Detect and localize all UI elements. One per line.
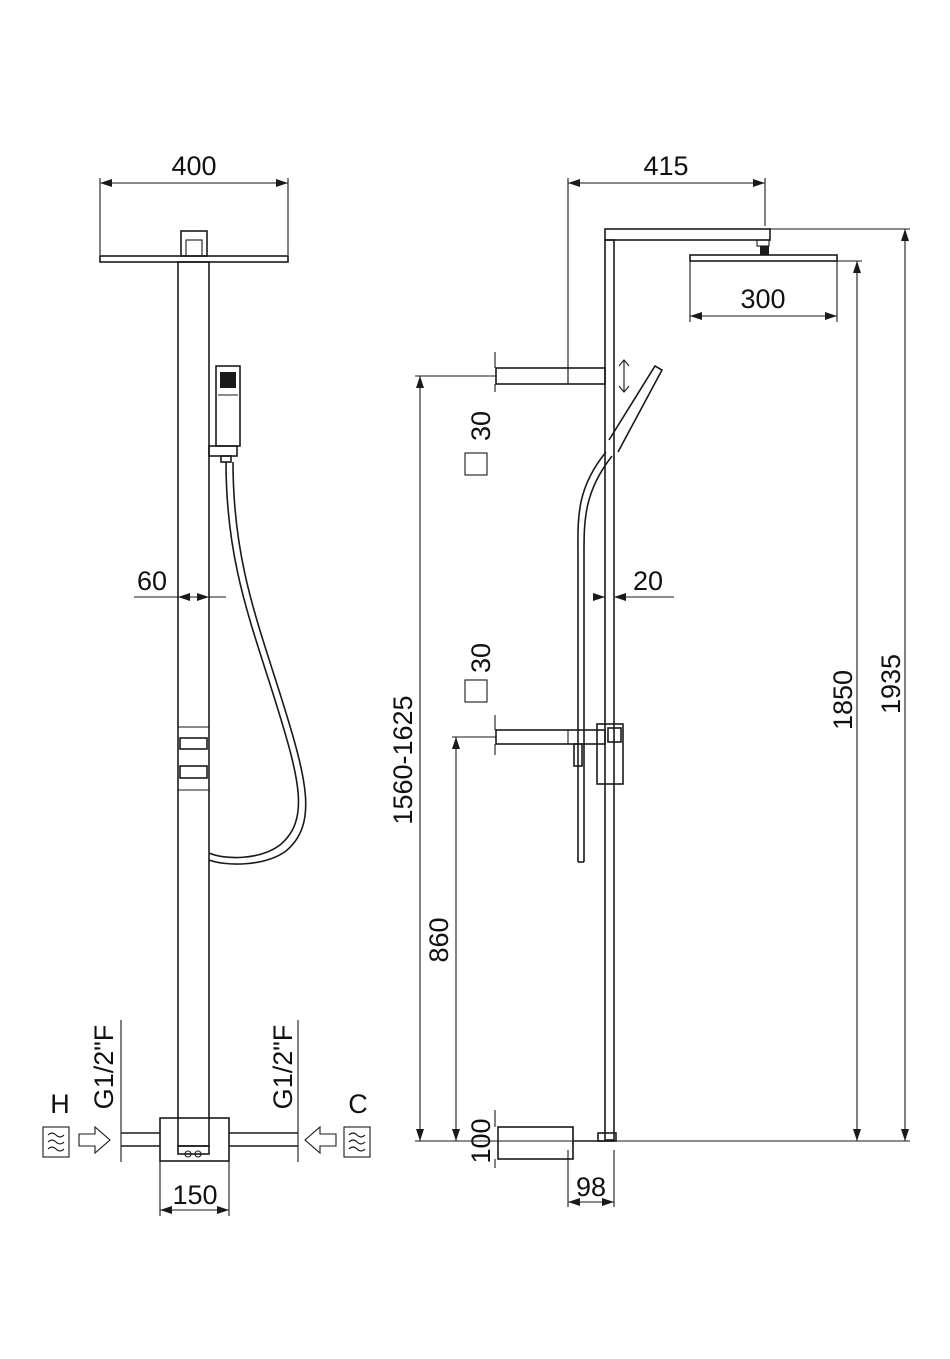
arm-height-label: 1560-1625 bbox=[388, 695, 418, 824]
base-width-label: 150 bbox=[172, 1180, 217, 1210]
front-view: 400 60 bbox=[43, 151, 370, 1216]
hot-inlet-label: H bbox=[50, 1089, 70, 1119]
dimension-base-width: 150 bbox=[160, 1161, 229, 1216]
shower-column bbox=[178, 262, 209, 1146]
head-diameter-label: 300 bbox=[740, 284, 785, 314]
total-height-label: 1935 bbox=[876, 654, 906, 714]
head-width-label: 400 bbox=[171, 151, 216, 181]
lower-section-label: 30 bbox=[466, 643, 496, 673]
base-depth-label: 98 bbox=[576, 1172, 606, 1202]
dimension-base-depth: 98 bbox=[568, 1150, 614, 1207]
dimension-column-depth: 20 bbox=[596, 566, 674, 597]
dimension-head-diameter: 300 bbox=[690, 261, 837, 322]
diverter-height-label: 860 bbox=[424, 917, 454, 962]
square-section-icon-lower bbox=[465, 680, 487, 702]
height-adjust-arrow-icon bbox=[619, 360, 629, 392]
side-view: 415 300 30 bbox=[388, 151, 910, 1207]
dimension-column-width: 60 bbox=[134, 566, 226, 597]
arm-length-label: 415 bbox=[643, 151, 688, 181]
side-base bbox=[498, 1127, 614, 1159]
cold-water-inlet: C G1/2"F bbox=[268, 1020, 370, 1162]
hot-water-inlet: H G1/2"F bbox=[43, 1020, 121, 1162]
rain-shower-head bbox=[100, 231, 288, 262]
dimension-arm-length: 415 bbox=[568, 151, 765, 383]
hand-shower bbox=[209, 366, 240, 462]
shower-hose bbox=[209, 462, 306, 864]
dimension-arm-height: 1560-1625 bbox=[388, 376, 496, 1141]
upper-section-label: 30 bbox=[466, 411, 496, 441]
hot-inlet-thread-label: G1/2"F bbox=[89, 1025, 119, 1110]
cold-inlet-thread-label: G1/2"F bbox=[268, 1025, 298, 1110]
cold-inlet-arrow-icon bbox=[305, 1127, 336, 1153]
hot-inlet-arrow-icon bbox=[79, 1127, 110, 1153]
square-section-icon bbox=[465, 453, 487, 475]
column-depth-label: 20 bbox=[633, 566, 663, 596]
cold-inlet-label: C bbox=[348, 1089, 368, 1119]
column-width-label: 60 bbox=[137, 566, 167, 596]
dimension-head-height: 1850 bbox=[828, 261, 862, 1141]
dimension-head-width: 400 bbox=[100, 151, 288, 255]
head-height-label: 1850 bbox=[828, 670, 858, 730]
diverter-body bbox=[597, 724, 623, 784]
side-shower-head bbox=[690, 240, 837, 261]
dimension-diverter-height: 860 bbox=[424, 737, 496, 1141]
dimension-base-height: 100 bbox=[466, 1110, 496, 1168]
side-hand-shower bbox=[578, 366, 662, 862]
lower-wall-bracket: 30 bbox=[465, 643, 623, 784]
